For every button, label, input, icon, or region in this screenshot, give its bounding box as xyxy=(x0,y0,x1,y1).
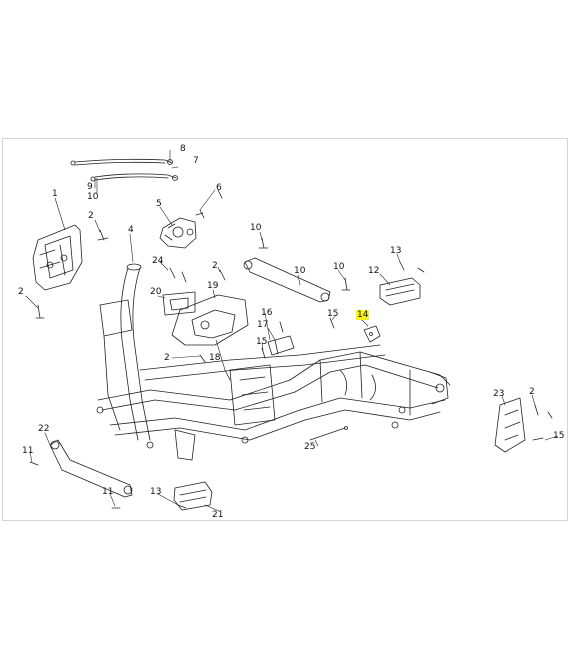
callout-2: 2 xyxy=(212,261,218,271)
callout-13: 13 xyxy=(390,246,402,256)
callout-7: 8 xyxy=(180,144,186,154)
callout-8: 9 xyxy=(87,182,93,192)
callout-1: 1 xyxy=(52,189,58,199)
side-plate-part xyxy=(494,397,526,453)
footrest-lower-part xyxy=(173,481,213,511)
callout-24: 23 xyxy=(493,389,505,399)
callout-2: 2 xyxy=(164,353,170,363)
arm-part xyxy=(243,257,331,303)
callout-18: 18 xyxy=(209,353,221,363)
callout-2: 2 xyxy=(18,287,24,297)
callout-5: 6 xyxy=(216,183,222,193)
callout-10: 10 xyxy=(250,223,262,233)
callout-12: 12 xyxy=(368,266,380,276)
callout-25: 25 xyxy=(304,442,316,452)
callout-9: 10 xyxy=(87,192,99,202)
callout-2: 2 xyxy=(88,211,94,221)
callout-10: 11 xyxy=(102,487,114,497)
lower-arm-part xyxy=(49,439,133,498)
callout-3: 4 xyxy=(128,225,134,235)
callout-13: 13 xyxy=(150,487,162,497)
callout-11: 10 xyxy=(294,266,306,276)
diagram-frame xyxy=(2,138,568,521)
footrest-part xyxy=(379,277,421,306)
callout-19: 19 xyxy=(207,281,219,291)
callout-2: 2 xyxy=(529,387,535,397)
callout-17: 17 xyxy=(257,320,269,330)
callout-6: 7 xyxy=(193,156,199,166)
callout-21: 24 xyxy=(152,256,164,266)
callout-15: 15 xyxy=(553,431,565,441)
callout-23: 21 xyxy=(212,510,224,520)
callout-14: 14 xyxy=(356,310,370,320)
fasteners xyxy=(29,189,553,509)
bracket-part xyxy=(267,335,295,356)
callout-10: 10 xyxy=(333,262,345,272)
leader-lines xyxy=(25,149,559,512)
rod-part xyxy=(309,426,348,441)
engine-mount-bracket xyxy=(32,224,83,291)
actuator-part xyxy=(159,217,197,249)
plate-parts xyxy=(162,291,249,346)
callout-20: 20 xyxy=(150,287,162,297)
callout-15: 15 xyxy=(327,309,339,319)
small-bracket-part xyxy=(363,325,381,343)
callout-22: 22 xyxy=(38,424,50,434)
callout-16: 16 xyxy=(261,308,273,318)
callout-15: 15 xyxy=(256,337,268,347)
cable-parts xyxy=(70,158,178,182)
callout-4: 5 xyxy=(156,199,162,209)
callout-10: 11 xyxy=(22,446,34,456)
